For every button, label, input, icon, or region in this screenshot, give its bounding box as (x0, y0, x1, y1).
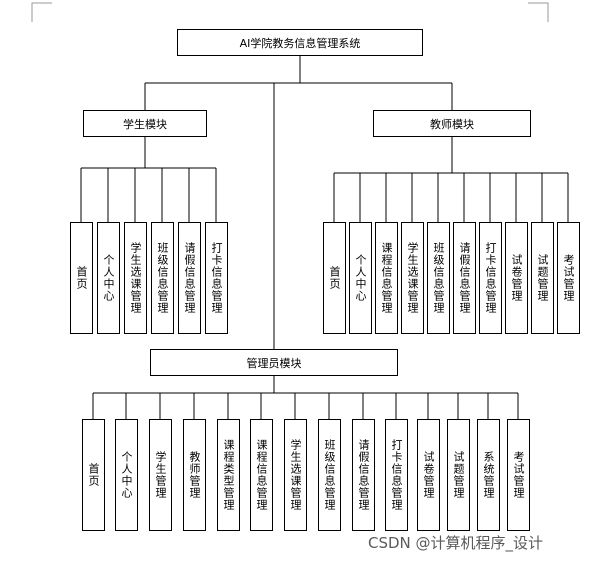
teacher-item: 试卷管理 (505, 222, 528, 334)
student-item: 打卡信息管理 (205, 222, 228, 334)
admin-item: 请假信息管理 (352, 419, 375, 531)
teacher-item: 试题管理 (531, 222, 554, 334)
teacher-item: 个人中心 (349, 222, 372, 334)
admin-item: 学生管理 (149, 419, 172, 531)
admin-module-title: 管理员模块 (246, 356, 302, 370)
teacher-item: 课程信息管理 (375, 222, 398, 334)
student-module-title: 学生模块 (123, 117, 167, 131)
teacher-module-box: 教师模块 (373, 110, 531, 137)
admin-item: 打卡信息管理 (385, 419, 408, 531)
admin-module-box: 管理员模块 (150, 349, 398, 376)
admin-item: 试卷管理 (417, 419, 440, 531)
admin-item: 课程类型管理 (217, 419, 240, 531)
teacher-item: 打卡信息管理 (479, 222, 502, 334)
csdn-watermark: CSDN @计算机程序_设计 (368, 534, 544, 552)
student-item: 首页 (70, 222, 93, 334)
admin-item: 教师管理 (183, 419, 206, 531)
student-item: 请假信息管理 (178, 222, 201, 334)
student-item: 学生选课管理 (124, 222, 147, 334)
teacher-item: 首页 (323, 222, 346, 334)
admin-item: 班级信息管理 (318, 419, 341, 531)
student-item: 班级信息管理 (151, 222, 174, 334)
teacher-item: 请假信息管理 (453, 222, 476, 334)
system-title: AI学院教务信息管理系统 (239, 36, 361, 50)
admin-item: 学生选课管理 (284, 419, 307, 531)
admin-item: 试题管理 (447, 419, 470, 531)
teacher-item: 考试管理 (557, 222, 580, 334)
admin-item: 系统管理 (477, 419, 500, 531)
student-item: 个人中心 (97, 222, 120, 334)
admin-item: 个人中心 (115, 419, 138, 531)
teacher-item: 学生选课管理 (401, 222, 424, 334)
teacher-item: 班级信息管理 (427, 222, 450, 334)
system-title-box: AI学院教务信息管理系统 (177, 29, 423, 56)
admin-item: 课程信息管理 (250, 419, 273, 531)
admin-item: 考试管理 (507, 419, 530, 531)
admin-item: 首页 (82, 419, 105, 531)
teacher-module-title: 教师模块 (430, 117, 474, 131)
student-module-box: 学生模块 (83, 110, 207, 137)
